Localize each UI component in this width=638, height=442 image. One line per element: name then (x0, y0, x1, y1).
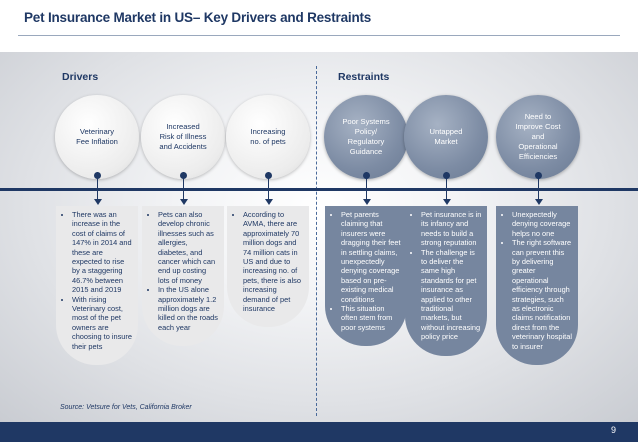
restraint-card-untapped-market: Pet insurance is in its infancy and need… (405, 206, 487, 356)
restraint-circle-cost-efficiencies: Need to Improve Cost and Operational Eff… (496, 95, 580, 179)
connector-arrow (264, 199, 273, 205)
bullet-item: Unexpectedly denying coverage helps no o… (512, 210, 573, 238)
bullet-item: In the US alone approximately 1.2 millio… (158, 285, 219, 332)
driver-circle-risk-of-illness: Increased Risk of Illness and Accidents (141, 95, 225, 179)
footer-bar: 9 (0, 422, 638, 442)
source-note: Source: Vetsure for Vets, California Bro… (60, 404, 192, 411)
connector-arrow (93, 199, 102, 205)
page-number: 9 (610, 425, 616, 435)
connector-dot (443, 172, 450, 179)
bullet-item: Pet insurance is in its infancy and need… (421, 210, 482, 248)
bullet-item: According to AVMA, there are approximate… (243, 210, 304, 313)
bullet-item: The challenge is to deliver the same hig… (421, 248, 482, 342)
restraint-card-cost-efficiencies: Unexpectedly denying coverage helps no o… (496, 206, 578, 366)
timeline-bar (0, 188, 638, 191)
connector-dot (535, 172, 542, 179)
section-divider (316, 66, 317, 416)
bullet-item: Pet parents claiming that insurers were … (341, 210, 402, 304)
connector-line (366, 172, 367, 202)
bullet-item: Pets can also develop chronic illnesses … (158, 210, 219, 285)
connector-line (446, 172, 447, 202)
driver-card-risk-of-illness: Pets can also develop chronic illnesses … (142, 206, 224, 347)
connector-line (268, 172, 269, 202)
connector-arrow (179, 199, 188, 205)
connector-line (538, 172, 539, 202)
driver-card-veterinary-fee-inflation: There was an increase in the cost of cla… (56, 206, 138, 366)
restraint-card-poor-systems: Pet parents claiming that insurers were … (325, 206, 407, 347)
driver-card-increasing-pets: According to AVMA, there are approximate… (227, 206, 309, 328)
slide-title: Pet Insurance Market in US– Key Drivers … (24, 10, 372, 25)
bullet-item: With rising Veterinary cost, most of the… (72, 295, 133, 351)
connector-dot (94, 172, 101, 179)
connector-dot (265, 172, 272, 179)
connector-dot (180, 172, 187, 179)
driver-circle-increasing-pets: Increasing no. of pets (226, 95, 310, 179)
connector-dot (363, 172, 370, 179)
connector-arrow (362, 199, 371, 205)
restraint-circle-untapped-market: Untapped Market (404, 95, 488, 179)
restraints-label: Restraints (338, 71, 390, 83)
bullet-item: This situation often stem from poor syst… (341, 304, 402, 332)
connector-line (183, 172, 184, 202)
restraint-circle-poor-systems: Poor Systems Policy/ Regulatory Guidance (324, 95, 408, 179)
connector-arrow (442, 199, 451, 205)
drivers-label: Drivers (62, 71, 99, 83)
bullet-item: The right software can prevent this by d… (512, 238, 573, 351)
bullet-item: There was an increase in the cost of cla… (72, 210, 133, 295)
connector-line (97, 172, 98, 202)
driver-circle-veterinary-fee-inflation: Veterinary Fee Inflation (55, 95, 139, 179)
title-rule (18, 35, 620, 36)
connector-arrow (534, 199, 543, 205)
